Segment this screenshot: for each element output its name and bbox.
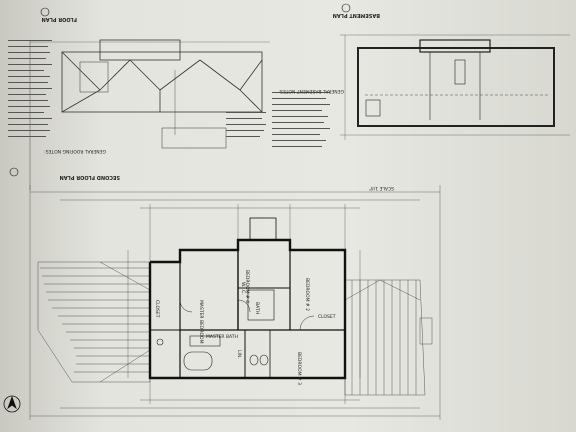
roofing-notes-title-group: GENERAL ROOFING NOTES: [44,148,106,154]
second-floor-plan: BEDROOM # 4 BEDROOM # 2 BEDROOM # 3 MAST… [29,185,441,420]
roof-plan [29,39,270,190]
room-label-bedroom-3: BEDROOM # 3 [296,352,302,385]
room-label-bedroom-4: BEDROOM # 4 [244,270,250,303]
room-label-master-bedroom: MASTER BEDROOM [198,300,204,344]
basement-plan-title: BASEMENT PLAN [333,12,380,18]
room-label-wic: W.I.C. [240,282,246,295]
basement-plan [340,34,570,140]
room-label-linen: LIN. [236,350,242,359]
roof-notes-block [8,40,266,137]
floor-plan-title-group: FLOOR PLAN [42,16,77,22]
room-label-closet-2: CLOSET [154,300,160,318]
room-labels: BEDROOM # 4 BEDROOM # 2 BEDROOM # 3 MAST… [154,270,336,385]
second-floor-title-group: SECOND FLOOR PLAN [60,174,120,180]
north-arrow-icon [3,395,21,413]
scale-note: SCALE 1/4" [369,185,394,191]
floor-plan-title: FLOOR PLAN [42,16,77,22]
basement-notes-title: GENERAL BASEMENT NOTES: [278,88,344,94]
room-label-closet: CLOSET [318,314,336,320]
scale-note-group: SCALE 1/4" [369,185,394,191]
basement-plan-title-group: BASEMENT PLAN [333,12,380,18]
room-label-bedroom-2: BEDROOM # 2 [304,278,310,311]
second-floor-title: SECOND FLOOR PLAN [60,174,120,180]
section-marker-icon [9,3,351,177]
roofing-notes-title: GENERAL ROOFING NOTES: [44,148,106,154]
room-label-bath: BATH [254,302,260,314]
basement-notes-block [272,92,330,147]
basement-notes-title-group: GENERAL BASEMENT NOTES: [278,88,344,94]
room-label-master-bath: MASTER BATH [206,334,238,340]
